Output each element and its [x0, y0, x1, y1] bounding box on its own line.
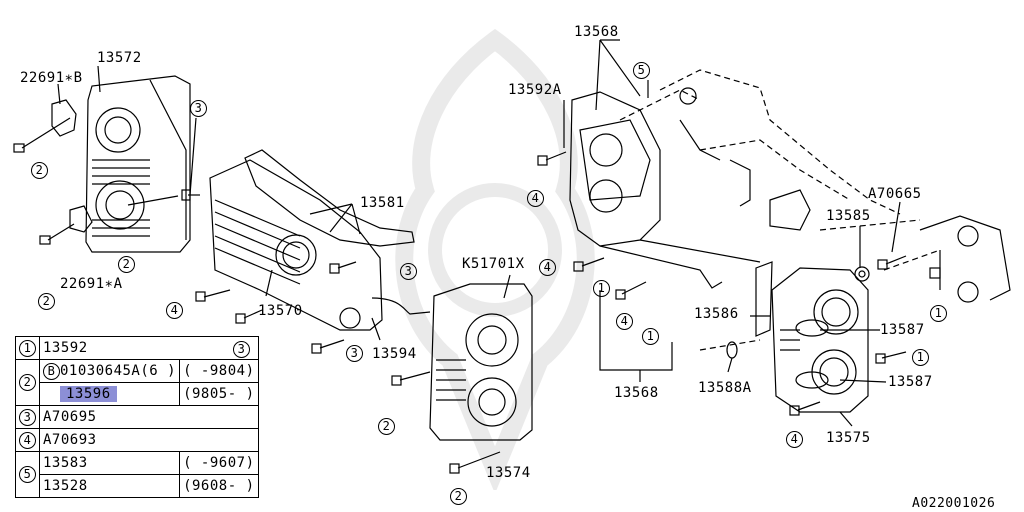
part-label-13568-top[interactable]: 13568 [574, 24, 619, 40]
ref-marker-3[interactable]: 3 [400, 263, 417, 280]
ref-marker-2[interactable]: 2 [38, 293, 55, 310]
part-label-13568-bottom[interactable]: 13568 [614, 385, 659, 401]
ref-marker-4[interactable]: 4 [616, 313, 633, 330]
legend-date-range: ( -9607) [179, 451, 259, 475]
legend-ref-5: 5 [19, 466, 36, 483]
ref-marker-2[interactable]: 2 [118, 256, 135, 273]
part-label-22691a[interactable]: 22691∗A [60, 276, 123, 292]
legend-date-range: ( -9804) [179, 359, 259, 383]
legend-row-5: 5 13583 ( -9607) [15, 451, 259, 498]
part-label-13594[interactable]: 13594 [372, 346, 417, 362]
legend-date-range: (9805- ) [179, 382, 259, 406]
legend-row-4: 4 A70693 [15, 428, 259, 452]
part-label-k51701x[interactable]: K51701X [462, 256, 525, 272]
legend-prefix-b: B [43, 362, 60, 380]
ref-marker-3[interactable]: 3 [346, 345, 363, 362]
part-label-13570[interactable]: 13570 [258, 303, 303, 319]
ref-marker-4[interactable]: 4 [786, 431, 803, 448]
legend-ref-2: 2 [19, 374, 36, 391]
watermark-emblem [395, 28, 595, 490]
ref-marker-1[interactable]: 1 [930, 305, 947, 322]
part-label-13588a[interactable]: 13588A [698, 380, 752, 396]
legend-part[interactable]: A70695 [39, 405, 259, 429]
ref-marker-1[interactable]: 1 [593, 280, 610, 297]
diagram-id: A022001026 [912, 496, 996, 511]
part-label-13572[interactable]: 13572 [97, 50, 142, 66]
ref-marker-3[interactable]: 3 [190, 100, 207, 117]
legend-part[interactable]: 13592 [39, 336, 259, 360]
belt-cover-center [429, 283, 533, 441]
ref-marker-2[interactable]: 2 [450, 488, 467, 505]
front-belt-cover-left [85, 75, 191, 253]
ref-marker-1[interactable]: 1 [912, 349, 929, 366]
legend-part[interactable]: 13528 [38, 474, 181, 498]
part-label-13587-upper[interactable]: 13587 [880, 322, 925, 338]
part-label-13586[interactable]: 13586 [694, 306, 739, 322]
legend-part-number: 13596 [60, 386, 117, 402]
belt-cover-rear [209, 159, 383, 331]
ref-marker-4[interactable]: 4 [539, 259, 556, 276]
ref-marker-4[interactable]: 4 [527, 190, 544, 207]
belt-cover-right-lower [771, 267, 869, 413]
legend-part[interactable]: 13583 [38, 451, 181, 475]
legend-ref-4: 4 [19, 431, 36, 449]
legend-row-2b: 13596 (9805- ) [16, 382, 259, 406]
ref-marker-2[interactable]: 2 [31, 162, 48, 179]
part-label-13587-lower[interactable]: 13587 [888, 374, 933, 390]
part-label-22691b[interactable]: 22691∗B [20, 70, 83, 86]
ref-marker-2[interactable]: 2 [378, 418, 395, 435]
part-label-13585[interactable]: 13585 [826, 208, 871, 224]
part-label-13575[interactable]: 13575 [826, 430, 871, 446]
belt-cover-gasket-right [569, 91, 761, 289]
legend-row-3: 3 A70695 [15, 405, 259, 429]
part-label-13581[interactable]: 13581 [360, 195, 405, 211]
legend-part[interactable]: A70693 [39, 428, 259, 452]
ref-marker-4[interactable]: 4 [166, 302, 183, 319]
ref-marker-5[interactable]: 5 [633, 62, 650, 79]
legend-part-highlighted[interactable]: 13596 [38, 382, 181, 406]
part-label-13592a[interactable]: 13592A [508, 82, 562, 98]
legend-date-range: (9608- ) [179, 474, 259, 498]
legend-ref-3: 3 [19, 408, 36, 426]
legend-part-number: 01030645A(6 ) [60, 362, 177, 379]
ref-marker-1[interactable]: 1 [642, 328, 659, 345]
part-label-a70665[interactable]: A70665 [868, 186, 922, 202]
part-label-13574[interactable]: 13574 [486, 465, 531, 481]
legend-row-1: 1 13592 [15, 336, 259, 360]
legend-ref-1: 1 [19, 339, 36, 357]
legend-row-5b: 13528 (9608- ) [16, 474, 259, 498]
